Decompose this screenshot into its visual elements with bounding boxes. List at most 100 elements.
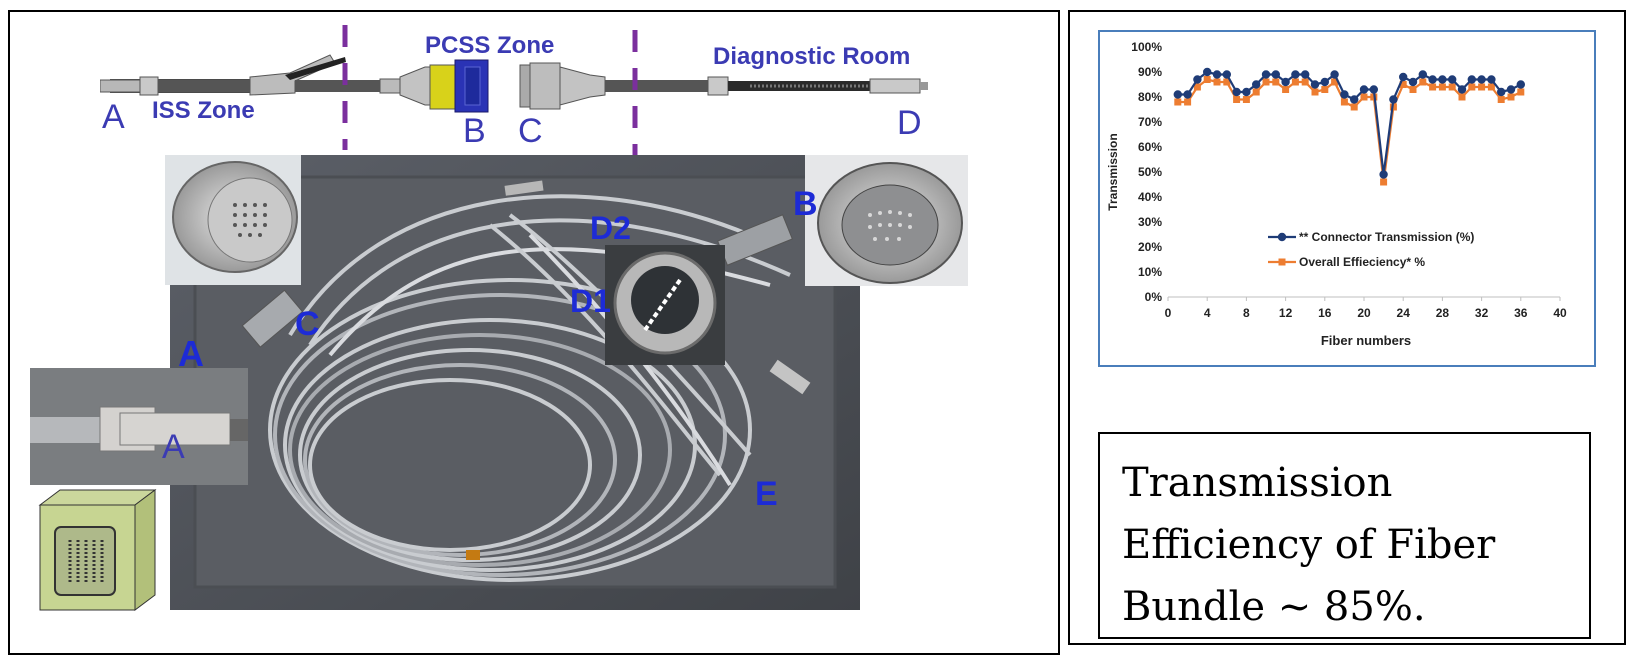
series-point-0	[1261, 70, 1271, 79]
x-tick-label: 20	[1357, 306, 1371, 320]
y-axis-label: Transmission	[1106, 133, 1120, 210]
series-point-0	[1389, 95, 1398, 104]
series-point-0	[1487, 75, 1496, 84]
series-point-0	[1193, 75, 1202, 84]
end-tip-d	[920, 82, 928, 90]
inset-ferrule-a-tip	[230, 419, 248, 441]
summary-line-3: Bundle ~ 85%.	[1122, 584, 1426, 630]
inset-connector-c-pins	[233, 203, 267, 237]
photo-label-a-inset: A	[162, 428, 185, 466]
summary-box: Transmission Efficiency of Fiber Bundle …	[1098, 432, 1591, 639]
connector-blue-face	[464, 66, 481, 106]
x-tick-label: 4	[1204, 306, 1211, 320]
series-point-0	[1330, 70, 1339, 79]
series-point-1	[1331, 78, 1339, 86]
y-tick-label: 70%	[1138, 115, 1162, 129]
series-point-1	[1301, 78, 1309, 86]
series-point-1	[1291, 78, 1299, 86]
series-point-1	[1282, 86, 1290, 93]
photo-label-c: C	[295, 305, 320, 343]
series-point-0	[1516, 80, 1525, 89]
series-point-0	[1379, 170, 1388, 179]
series-point-0	[1477, 75, 1486, 84]
series-point-0	[1467, 75, 1476, 84]
series-point-0	[1222, 70, 1231, 79]
series-point-0	[1173, 90, 1182, 99]
breakout-tail	[285, 57, 346, 80]
legend-label-0: ** Connector Transmission (%)	[1299, 230, 1474, 244]
y-tick-label: 20%	[1138, 240, 1162, 254]
fiber-bundle-photo	[30, 155, 968, 615]
series-point-1	[1223, 78, 1231, 86]
summary-line-1: Transmission	[1122, 460, 1393, 506]
end-ferrule-a	[100, 79, 141, 93]
series-point-1	[1438, 83, 1446, 91]
y-tick-label: 0%	[1145, 290, 1163, 304]
series-point-1	[1350, 103, 1358, 111]
series-point-1	[1184, 98, 1192, 106]
series-point-1	[1507, 93, 1515, 101]
series-point-1	[1311, 88, 1319, 96]
series-point-1	[1478, 83, 1486, 91]
photo-label-a: A	[178, 333, 204, 374]
ferrule-collar-d1	[707, 76, 729, 96]
series-point-1	[1262, 78, 1270, 86]
inset-block-model-side	[134, 489, 156, 611]
x-tick-label: 16	[1318, 306, 1332, 320]
y-tick-label: 100%	[1131, 40, 1162, 54]
series-point-0	[1242, 87, 1251, 97]
series-point-1	[1458, 93, 1466, 101]
y-tick-label: 50%	[1138, 165, 1162, 179]
x-axis-label: Fiber numbers	[1321, 333, 1411, 348]
legend-label-1: Overall Effieciency* %	[1299, 255, 1425, 269]
cable-segment-pcss-right	[605, 80, 710, 92]
series-point-1	[1409, 86, 1417, 93]
y-tick-label: 80%	[1138, 90, 1162, 104]
series-point-0	[1418, 70, 1427, 79]
x-tick-label: 12	[1279, 306, 1293, 320]
series-point-0	[1232, 87, 1241, 97]
series-point-0	[1212, 70, 1222, 79]
chart-series	[1173, 67, 1525, 186]
connector-cone-c	[559, 66, 606, 106]
label-point-b: B	[463, 112, 486, 150]
inset-block-model-slots	[68, 540, 104, 583]
photo-label-d1: D1	[570, 283, 611, 319]
inset-ferrule-a-sleeve	[119, 412, 231, 446]
series-point-1	[1429, 83, 1437, 91]
inset-connector-b-pins	[868, 210, 912, 241]
connector-rings-c	[529, 62, 561, 110]
end-ferrule-d	[869, 78, 921, 94]
series-point-1	[1203, 76, 1211, 83]
kapton-tape	[466, 550, 480, 560]
y-tick-label: 30%	[1138, 215, 1162, 229]
label-diagnostic-room: Diagnostic Room	[713, 43, 911, 70]
chart-legend: ** Connector Transmission (%) Overall Eff…	[1268, 230, 1474, 269]
series-point-0	[1350, 95, 1359, 104]
series-point-1	[1340, 98, 1348, 106]
connector-boot-b	[379, 78, 401, 94]
series-point-0	[1320, 77, 1329, 87]
series-point-0	[1506, 85, 1516, 94]
series-point-0	[1438, 75, 1447, 84]
fiber-bundle-schematic	[100, 25, 928, 155]
series-point-1	[1252, 88, 1260, 96]
series-point-1	[1242, 96, 1250, 103]
series-point-1	[1448, 83, 1456, 91]
y-tick-label: 60%	[1138, 140, 1162, 154]
cable-segment-diagnostic	[728, 81, 873, 91]
series-point-1	[1380, 178, 1388, 186]
x-tick-label: 28	[1436, 306, 1450, 320]
photo-label-b: B	[793, 185, 818, 223]
series-point-1	[1321, 86, 1329, 93]
label-point-a: A	[102, 98, 125, 136]
y-tick-label: 10%	[1138, 265, 1162, 279]
series-point-0	[1271, 70, 1280, 79]
series-point-1	[1419, 78, 1427, 86]
series-point-1	[1360, 93, 1368, 101]
connector-body-c	[519, 64, 531, 108]
series-point-1	[1487, 83, 1495, 91]
series-point-0	[1252, 80, 1261, 89]
series-point-1	[1233, 96, 1241, 103]
